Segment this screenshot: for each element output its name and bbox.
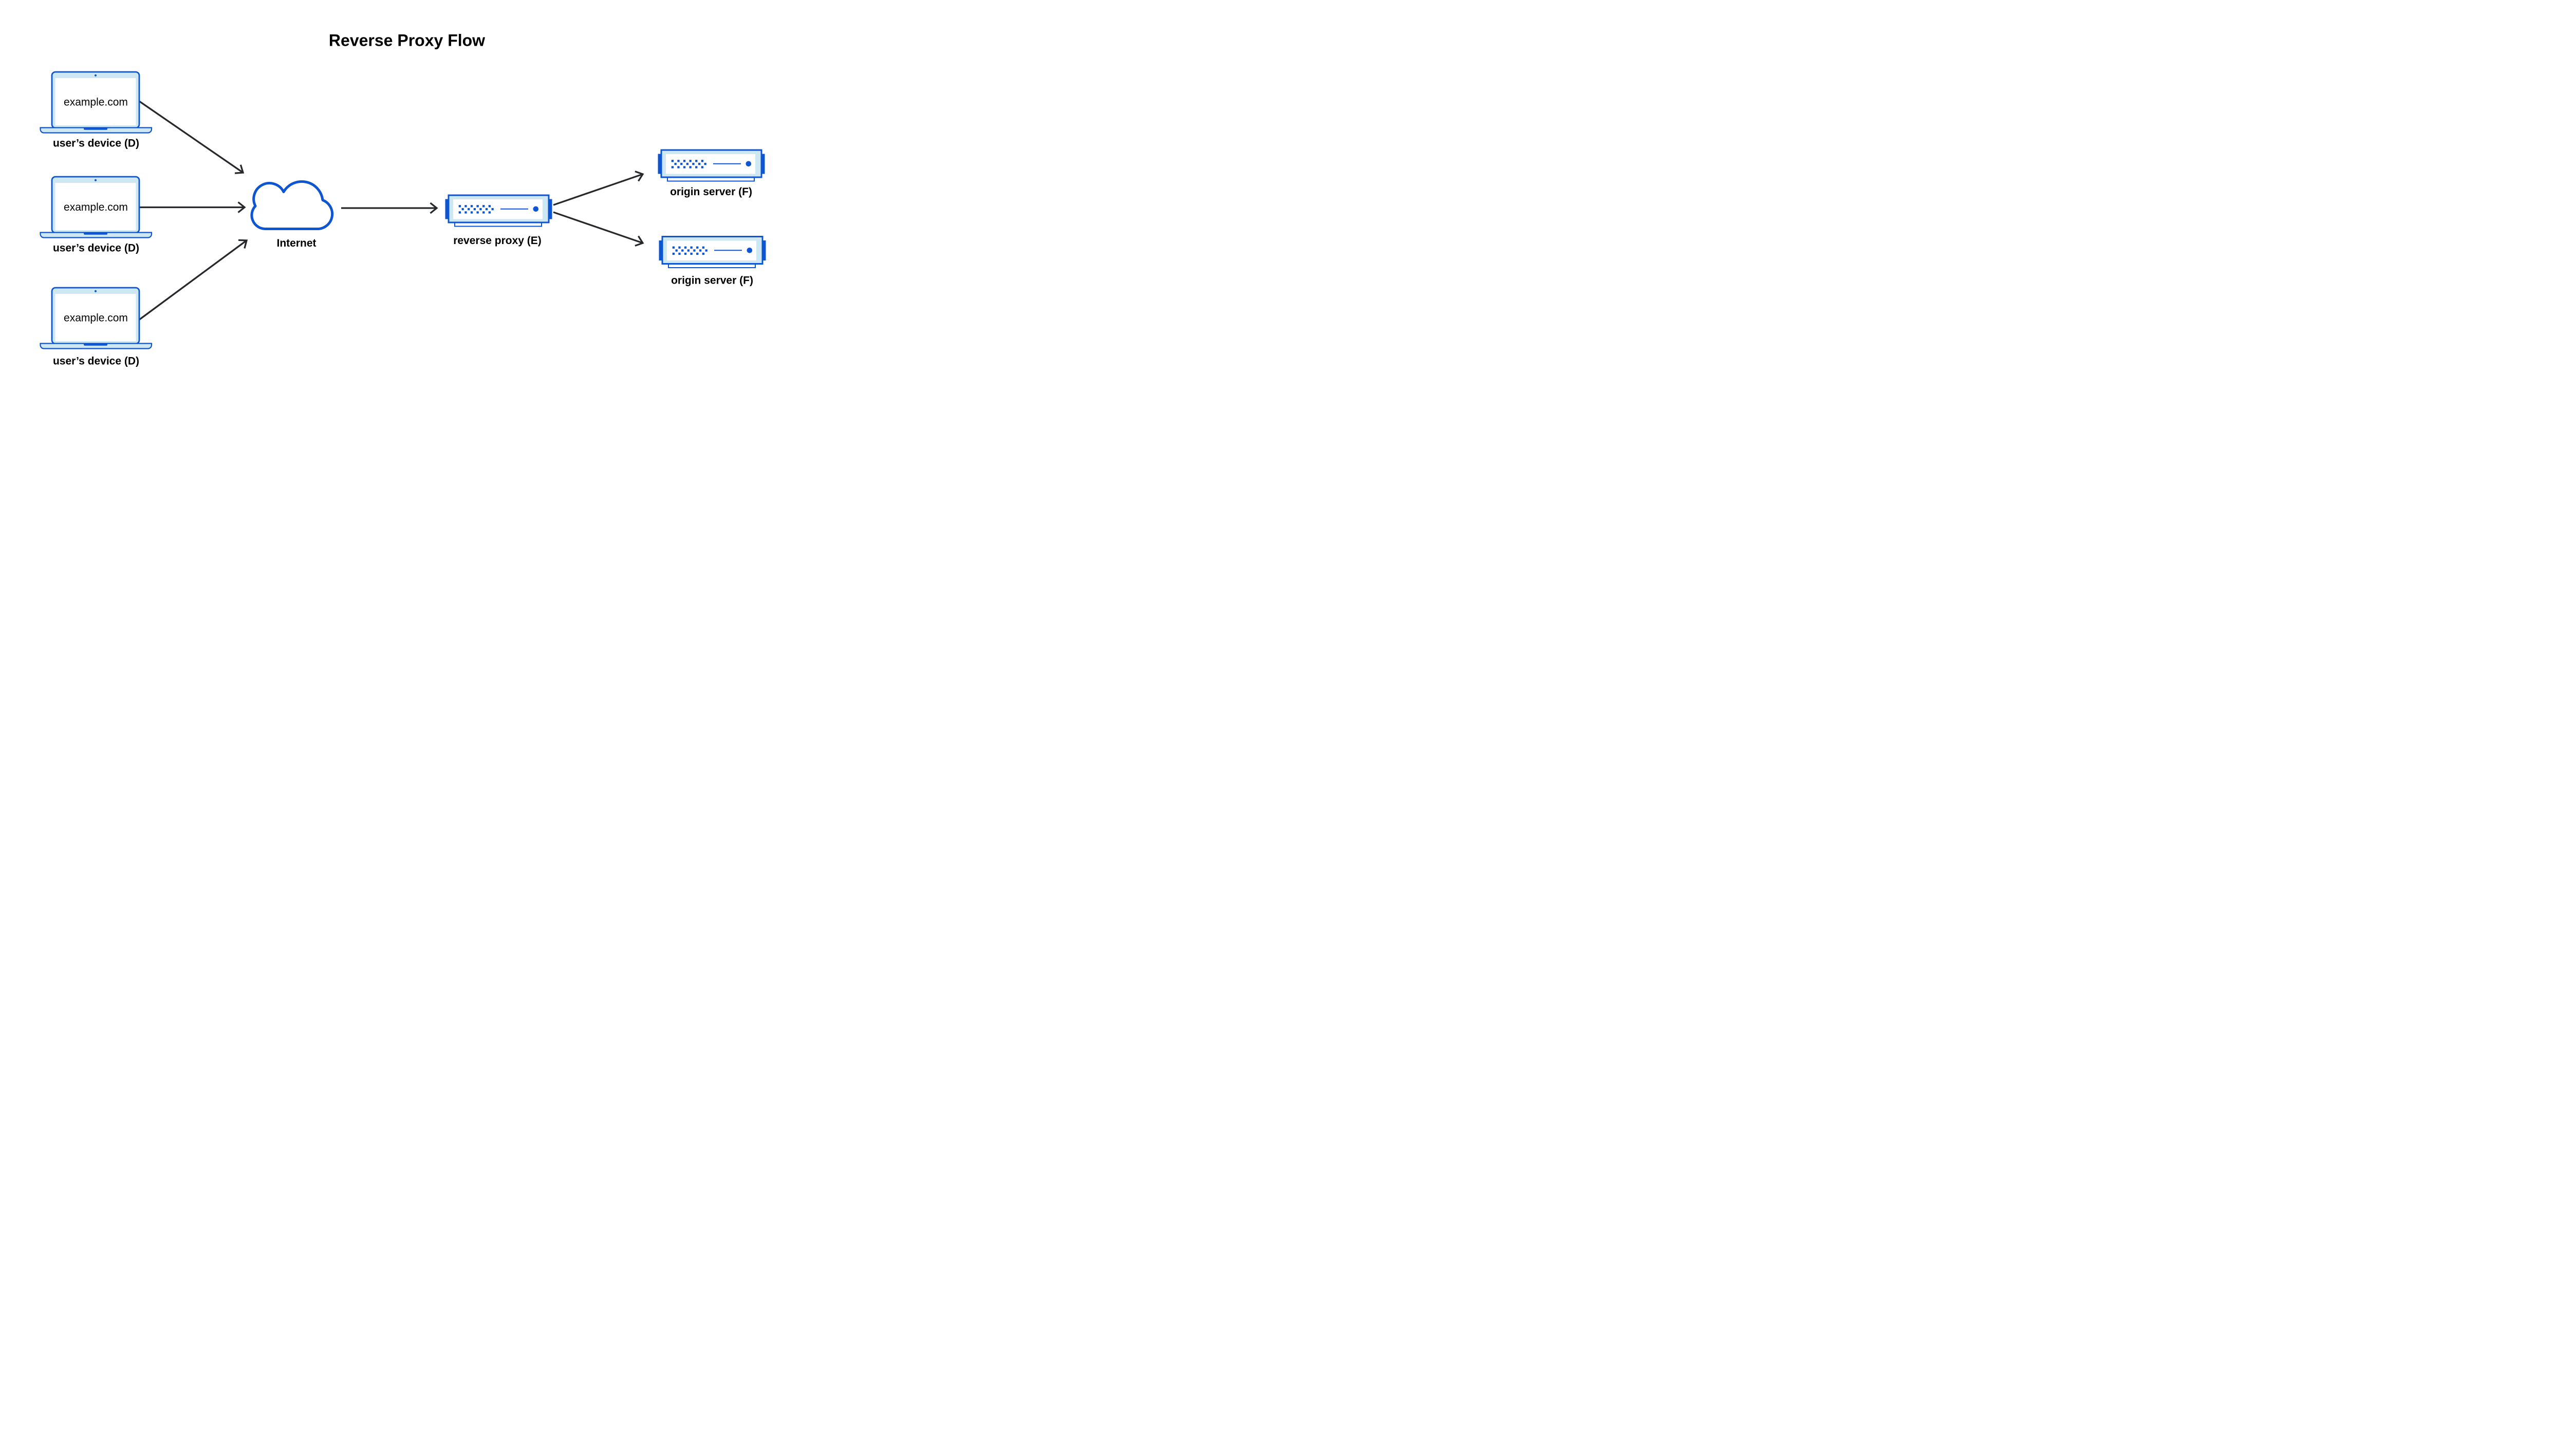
reverse-proxy-label: reverse proxy (E) [453,235,542,247]
device-screen-text: example.com [64,97,128,108]
node-user-device-3: example.com user’s device (D) [40,287,153,367]
arrow-proxy-to-origin2 [553,211,644,247]
node-internet: Internet [250,180,334,249]
server-icon [444,194,553,227]
arrow-device1-to-internet [139,100,245,174]
server-icon [658,236,767,269]
device-screen-text: example.com [64,201,128,213]
arrow-device3-to-internet [138,239,248,321]
device-label: user’s device (D) [53,242,139,254]
node-user-device-1: example.com user’s device (D) [40,71,153,150]
arrows [138,100,644,321]
arrow-proxy-to-origin1 [553,171,644,206]
device-label: user’s device (D) [53,138,139,150]
device-label: user’s device (D) [53,356,139,367]
device-screen-text: example.com [64,312,128,324]
cloud-icon [250,180,334,230]
server-icon [657,149,766,182]
diagram-canvas: Reverse Proxy Flow example.com user’s de… [0,0,805,403]
node-reverse-proxy: reverse proxy (E) [444,194,553,247]
origin-server-label: origin server (F) [670,186,752,198]
origin-server-label: origin server (F) [671,275,753,287]
node-origin-server-1: origin server (F) [657,149,766,198]
node-origin-server-2: origin server (F) [658,236,767,287]
internet-label: Internet [276,237,316,249]
page-title: Reverse Proxy Flow [329,31,485,50]
node-user-device-2: example.com user’s device (D) [40,176,153,254]
